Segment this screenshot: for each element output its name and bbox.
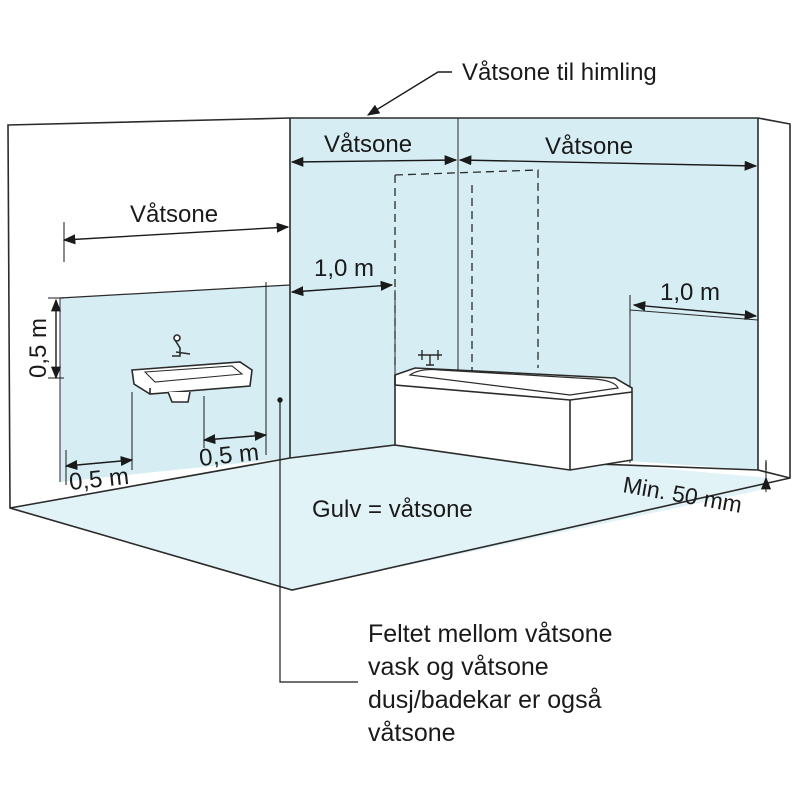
bathtub bbox=[394, 367, 633, 471]
floor-wall-edge bbox=[9, 444, 396, 509]
label-floor: Gulv = våtsone bbox=[312, 496, 473, 523]
label-floor-left-05: 0,5 m bbox=[68, 463, 131, 496]
note-line-2: vask og våtsone bbox=[368, 653, 549, 681]
label-back-left: Våtsone bbox=[324, 131, 412, 158]
bath-faucet bbox=[418, 350, 442, 366]
note-line-3: dusj/badekar er også bbox=[368, 686, 602, 714]
left-wetzone-top bbox=[59, 284, 291, 299]
label-vertical-05: 0,5 m bbox=[25, 318, 52, 378]
room-edges bbox=[7, 117, 791, 591]
note-leader bbox=[279, 398, 358, 683]
label-back-1m: 1,0 m bbox=[314, 255, 374, 282]
label-left-wall: Våtsone bbox=[130, 201, 218, 228]
note-line-4: våtsone bbox=[368, 719, 456, 747]
note-text: Feltet mellom våtsone vask og våtsone du… bbox=[368, 618, 698, 750]
note-line-1: Feltet mellom våtsone bbox=[368, 620, 613, 648]
label-ceiling: Våtsone til himling bbox=[462, 59, 657, 86]
wet-zone-floor bbox=[10, 445, 770, 590]
ceiling-leader bbox=[366, 71, 452, 116]
label-floor-right-05: 0,5 m bbox=[198, 439, 261, 472]
dimension-lines bbox=[48, 71, 766, 683]
sink bbox=[131, 334, 253, 403]
label-back-right: Våtsone bbox=[545, 133, 633, 160]
label-right-1m: 1,0 m bbox=[660, 279, 720, 306]
